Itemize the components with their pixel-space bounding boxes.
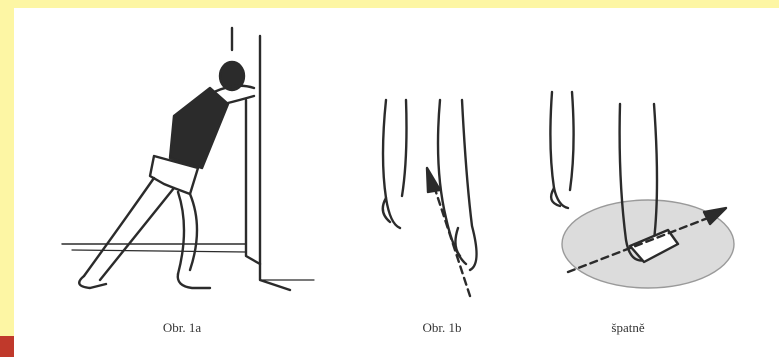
right-leg-inner xyxy=(462,100,477,270)
floor-line-2 xyxy=(72,250,246,252)
right-foot xyxy=(455,228,460,256)
figure-1b-illustration xyxy=(383,100,477,296)
front-leg-inner xyxy=(178,192,184,274)
corner-accent xyxy=(0,336,14,357)
figure-1a-illustration xyxy=(62,28,314,290)
left-leg-inner xyxy=(570,92,574,190)
front-leg-outer xyxy=(190,194,197,270)
wall-side xyxy=(246,100,260,264)
caption-obr-1b: Obr. 1b xyxy=(423,320,462,336)
illustration-canvas xyxy=(14,8,779,357)
torso xyxy=(170,88,228,168)
caption-spatne: špatně xyxy=(611,320,644,336)
wall-corner xyxy=(260,36,290,290)
left-leg-inner xyxy=(402,100,407,196)
front-foot xyxy=(178,274,210,288)
forearm xyxy=(224,96,254,104)
figure-spatne-illustration xyxy=(550,92,734,288)
illustration-panel: Obr. 1a Obr. 1b špatně xyxy=(14,8,779,357)
caption-obr-1a: Obr. 1a xyxy=(163,320,201,336)
left-leg-outer xyxy=(383,100,400,228)
